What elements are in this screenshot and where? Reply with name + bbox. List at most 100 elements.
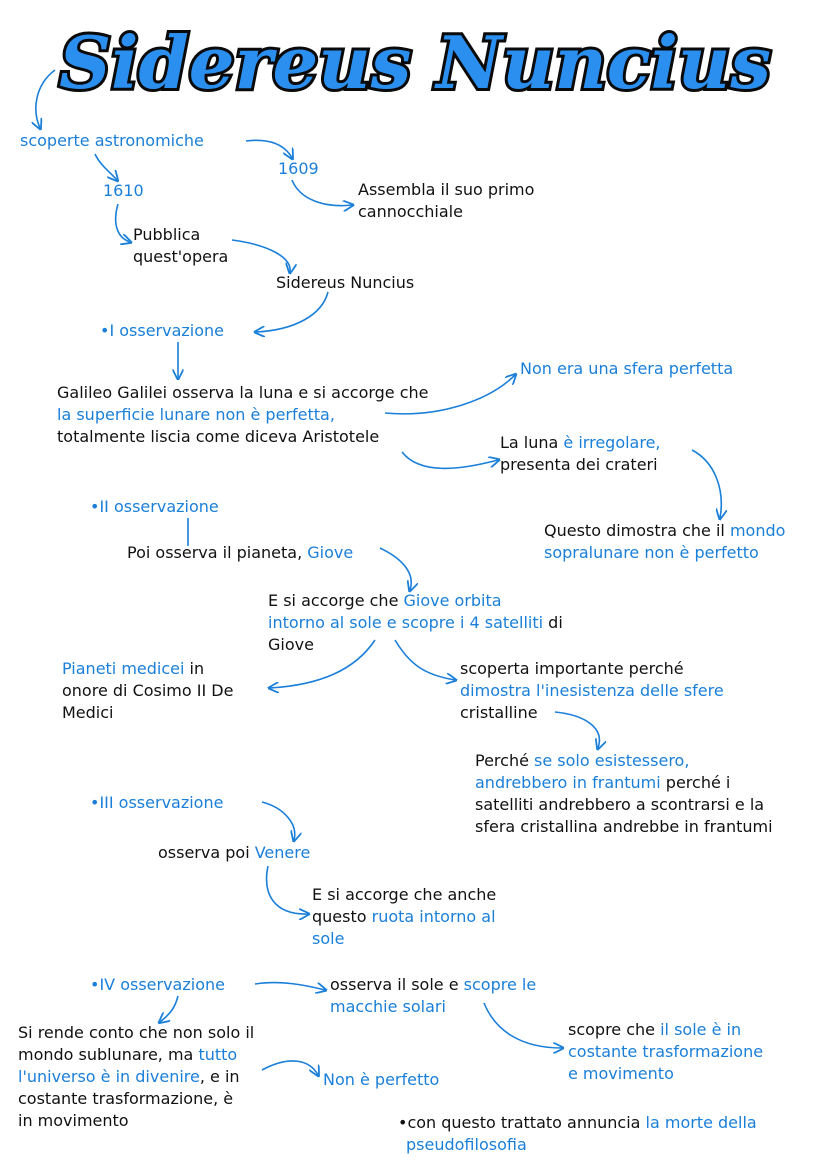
arrow-luna-to-irregolare bbox=[401, 451, 498, 470]
node-sidereus: Sidereus Nuncius bbox=[276, 273, 415, 292]
node-1610: 1610 bbox=[103, 181, 144, 200]
text-span: il sole è in bbox=[660, 1020, 742, 1039]
obs1-heading: •I osservazione bbox=[100, 321, 225, 340]
text-line: dimostra l'inesistenza delle sfere bbox=[460, 681, 724, 700]
text-span: perché i bbox=[660, 773, 731, 792]
obs4-heading: •IV osservazione bbox=[90, 975, 225, 994]
text-line: satelliti andrebbero a scontrarsi e la bbox=[475, 795, 765, 814]
arrow-pubblica-to-sidereus bbox=[231, 239, 290, 272]
text-span: •con questo trattato annuncia bbox=[398, 1113, 646, 1132]
text-line: sopralunare non è perfetto bbox=[544, 543, 759, 562]
text-line: Questo dimostra che il mondo bbox=[544, 520, 785, 542]
text-span: scopre che bbox=[568, 1020, 661, 1039]
text-span: mondo bbox=[729, 521, 786, 540]
text-line: presenta dei crateri bbox=[500, 455, 658, 474]
text-line: osserva il sole e scopre le bbox=[330, 974, 536, 996]
text-line: E si accorge che Giove orbita bbox=[268, 590, 563, 612]
text-line: e movimento bbox=[568, 1064, 674, 1083]
text-span: la morte della bbox=[645, 1113, 757, 1132]
text-span: è irregolare, bbox=[563, 433, 661, 452]
text-span: , e in bbox=[199, 1067, 240, 1086]
text-span: andrebbero in frantumi bbox=[475, 773, 661, 792]
arrow-obs4-to-universo bbox=[160, 995, 179, 1022]
text-line: totalmente liscia come diceva Aristotele bbox=[57, 427, 380, 446]
node-trattato: •con questo trattato annuncia la morte d… bbox=[398, 1112, 757, 1156]
text-line: andrebbero in frantumi perché i bbox=[475, 772, 773, 794]
text-line: Pianeti medicei in bbox=[62, 658, 233, 680]
text-line: Si rende conto che non solo il bbox=[18, 1023, 255, 1042]
text-span: intorno al sole e scopre i 4 satelliti bbox=[268, 613, 544, 632]
text-line: Perché se solo esistessero, bbox=[475, 750, 773, 772]
text-span: La luna bbox=[500, 433, 564, 452]
node-venere: osserva poi Venere bbox=[158, 842, 310, 864]
text-line: questo ruota intorno al bbox=[312, 906, 496, 928]
node-universo: Si rende conto che non solo il mondo sub… bbox=[18, 1022, 254, 1132]
text-line: costante trasformazione bbox=[568, 1042, 764, 1061]
text-span: Giove bbox=[307, 543, 354, 562]
arrow-1610-to-pubblica bbox=[114, 203, 130, 242]
node-orbita: E si accorge che Giove orbita intorno al… bbox=[268, 590, 563, 656]
node-1609: 1609 bbox=[278, 159, 319, 178]
text-line: cannocchiale bbox=[358, 202, 463, 221]
text-line: la superficie lunare non è perfetta, bbox=[57, 405, 335, 424]
title-text: Sidereus Nuncius bbox=[59, 20, 771, 105]
arrow-universo-to-nonperfetto bbox=[261, 1060, 318, 1075]
text-span: ruota intorno al bbox=[371, 907, 496, 926]
page-title: Sidereus Nuncius bbox=[56, 17, 774, 108]
text-span: osserva il sole e bbox=[330, 975, 464, 994]
node-trasformazione: scopre che il sole è in costante trasfor… bbox=[568, 1019, 763, 1085]
arrow-sidereus-to-obs1 bbox=[256, 291, 329, 332]
text-line: mondo sublunare, ma tutto bbox=[18, 1044, 254, 1066]
text-line: La luna è irregolare, bbox=[500, 432, 661, 454]
text-span: mondo sublunare, ma bbox=[18, 1045, 199, 1064]
node-scoperte: scoperte astronomiche bbox=[20, 131, 204, 150]
node-perche: Perché se solo esistessero, andrebbero i… bbox=[475, 750, 773, 838]
text-span: Giove orbita bbox=[403, 591, 502, 610]
text-span: Questo dimostra che il bbox=[544, 521, 730, 540]
node-sfera: Non era una sfera perfetta bbox=[520, 359, 734, 378]
text-line: Medici bbox=[62, 703, 114, 722]
arrow-irregolare-to-mondo bbox=[691, 449, 721, 518]
text-line: E si accorge che anche bbox=[312, 885, 497, 904]
node-medicei: Pianeti medicei in onore di Cosimo II De… bbox=[62, 658, 233, 724]
node-luna: Galileo Galilei osserva la luna e si acc… bbox=[57, 382, 429, 448]
arrow-obs4-to-sole bbox=[254, 981, 325, 990]
node-mondo: Questo dimostra che il mondo sopralunare… bbox=[544, 520, 785, 564]
node-pubblica: Pubblica quest'opera bbox=[133, 224, 228, 268]
text-line: l'universo è in divenire, e in bbox=[18, 1066, 254, 1088]
text-line: pseudofilosofia bbox=[406, 1135, 527, 1154]
text-span: l'universo è in divenire bbox=[18, 1067, 200, 1086]
text-span: Poi osserva il pianeta, bbox=[127, 543, 308, 562]
node-ruota: E si accorge che anche questo ruota into… bbox=[312, 884, 496, 950]
text-span: questo bbox=[312, 907, 372, 926]
text-line: scoperta importante perché bbox=[460, 659, 684, 678]
obs2-heading: •II osservazione bbox=[90, 497, 219, 516]
node-sole: osserva il sole e scopre le macchie sola… bbox=[330, 974, 536, 1018]
text-line: costante trasformazione, è bbox=[18, 1089, 234, 1108]
text-line: Assembla il suo primo bbox=[358, 180, 535, 199]
arrow-venere-to-ruota bbox=[265, 865, 308, 914]
text-span: tutto bbox=[198, 1045, 238, 1064]
text-span: E si accorge che bbox=[268, 591, 404, 610]
text-line: Giove bbox=[268, 635, 314, 654]
text-span: osserva poi bbox=[158, 843, 255, 862]
arrow-scoperte-to-1610 bbox=[94, 153, 117, 180]
node-irregolare: La luna è irregolare, presenta dei crate… bbox=[500, 432, 661, 476]
node-cannocchiale: Assembla il suo primo cannocchiale bbox=[358, 179, 534, 223]
text-line: Pubblica bbox=[133, 225, 201, 244]
text-span: scopre le bbox=[463, 975, 537, 994]
text-span: Perché bbox=[475, 751, 535, 770]
text-line: sfera cristallina andrebbe in frantumi bbox=[475, 817, 773, 836]
arrow-giove-to-orbita bbox=[379, 547, 411, 590]
arrow-obs3-to-venere bbox=[261, 801, 295, 840]
node-scoperta: scoperta importante perché dimostra l'in… bbox=[460, 658, 724, 724]
text-line: intorno al sole e scopre i 4 satelliti d… bbox=[268, 612, 563, 634]
node-nonperfetto: Non è perfetto bbox=[323, 1070, 440, 1089]
arrow-scoperte-to-1609 bbox=[245, 139, 292, 158]
text-line: onore di Cosimo II De bbox=[62, 681, 234, 700]
obs3-heading: •III osservazione bbox=[90, 793, 224, 812]
text-line: macchie solari bbox=[330, 997, 446, 1016]
text-line: scopre che il sole è in bbox=[568, 1019, 763, 1041]
text-span: in bbox=[184, 659, 205, 678]
arrow-1609-to-cannocchiale bbox=[291, 179, 352, 206]
